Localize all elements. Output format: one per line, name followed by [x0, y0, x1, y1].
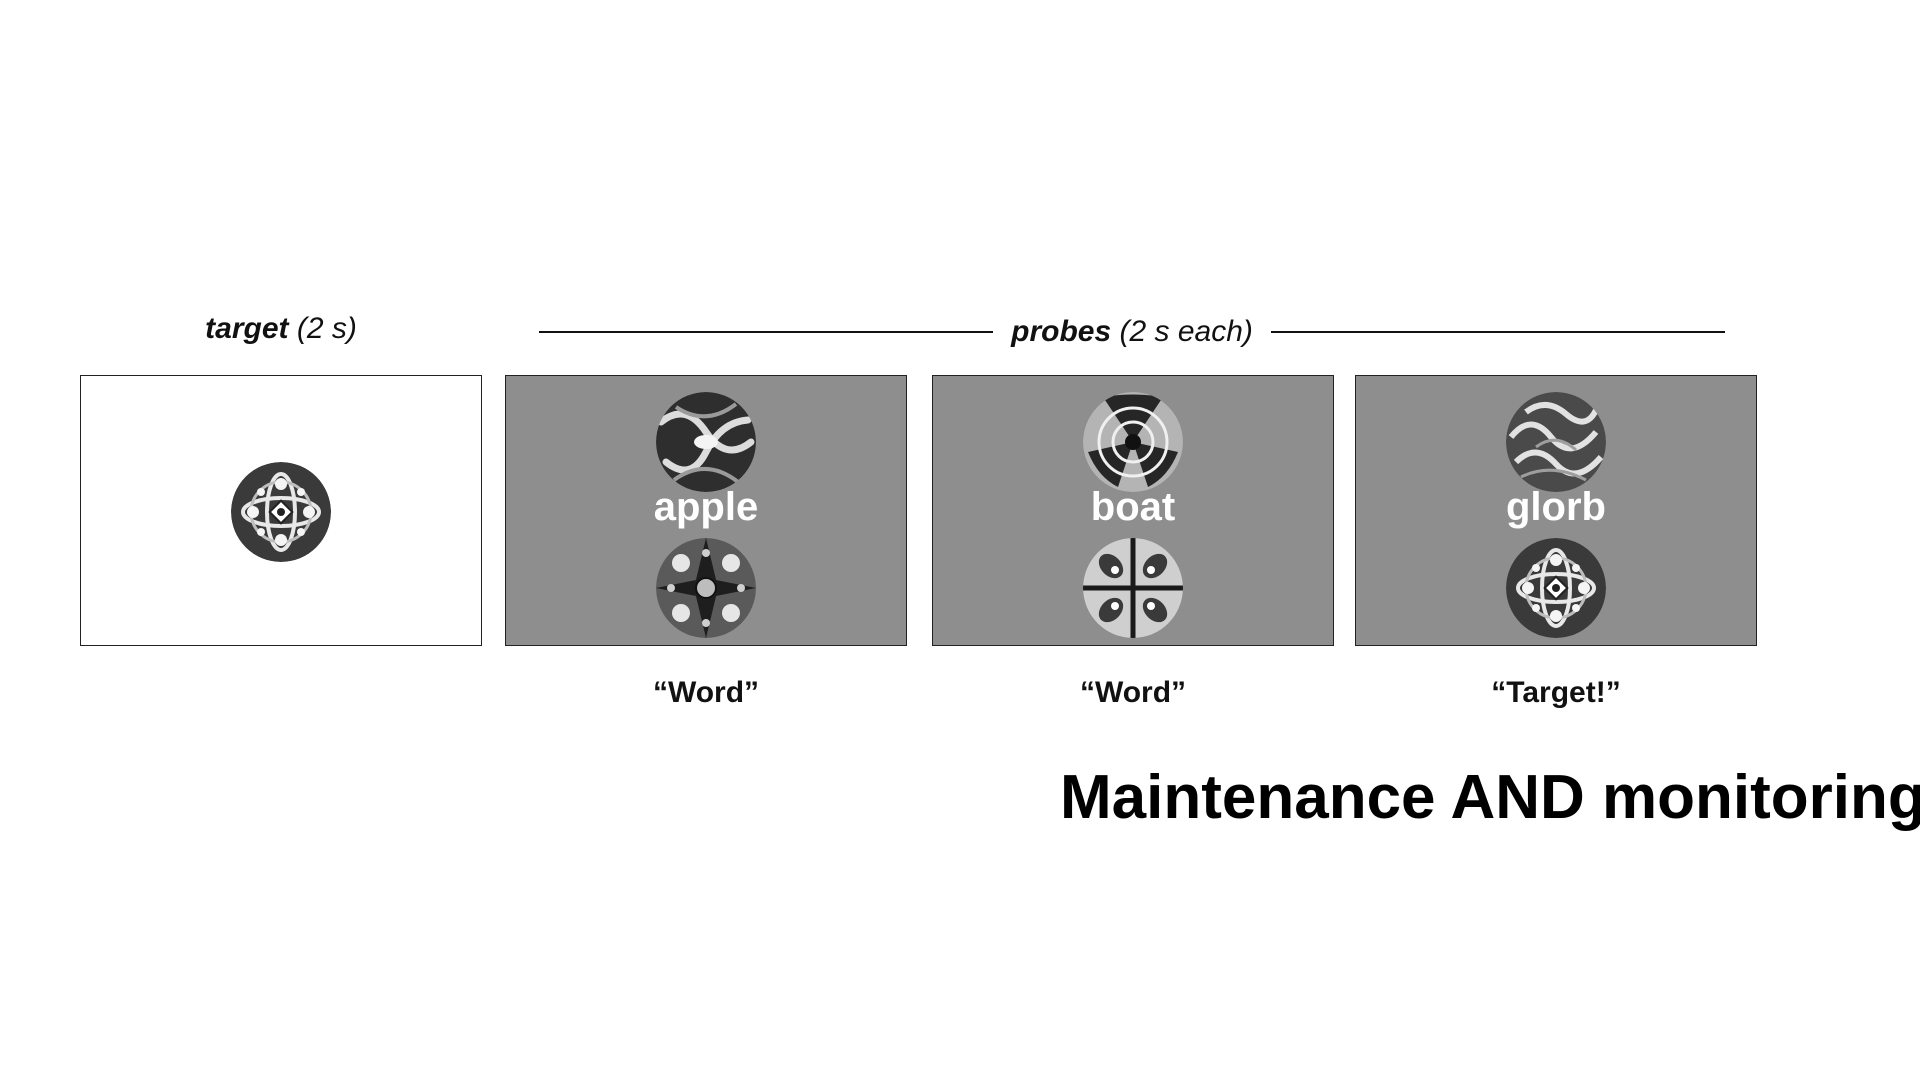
kaleidoscope-pattern-icon: [1506, 538, 1606, 638]
probe-panel-boat: boat: [932, 375, 1334, 646]
probe-word: glorb: [1506, 485, 1606, 529]
headline: Maintenance AND monitoring: [1060, 763, 1920, 832]
probes-label: probes (2 s each): [1011, 315, 1253, 348]
probes-rule-left: [539, 331, 994, 333]
response-label: “Word”: [1079, 676, 1187, 709]
response-label: “Target!”: [1491, 676, 1621, 709]
probes-rule-right: [1270, 331, 1726, 333]
fractal-pattern-icon: [1083, 538, 1183, 638]
target-panel: [80, 375, 482, 646]
probe-panel-glorb: glorb: [1355, 375, 1757, 646]
response-label: “Word”: [652, 676, 760, 709]
kaleidoscope-pattern-icon: [231, 462, 331, 562]
probe-word: boat: [1090, 485, 1176, 529]
probes-header: probes (2 s each): [539, 310, 1726, 354]
fractal-pattern-icon: [1083, 392, 1183, 492]
target-label: target (2 s): [205, 312, 357, 345]
probe-word: apple: [653, 485, 759, 529]
kaleidoscope-pattern-icon: [656, 538, 756, 638]
swirl-pattern-icon: [1506, 392, 1606, 492]
probe-panel-apple: apple: [505, 375, 907, 646]
swirl-pattern-icon: [656, 392, 756, 492]
